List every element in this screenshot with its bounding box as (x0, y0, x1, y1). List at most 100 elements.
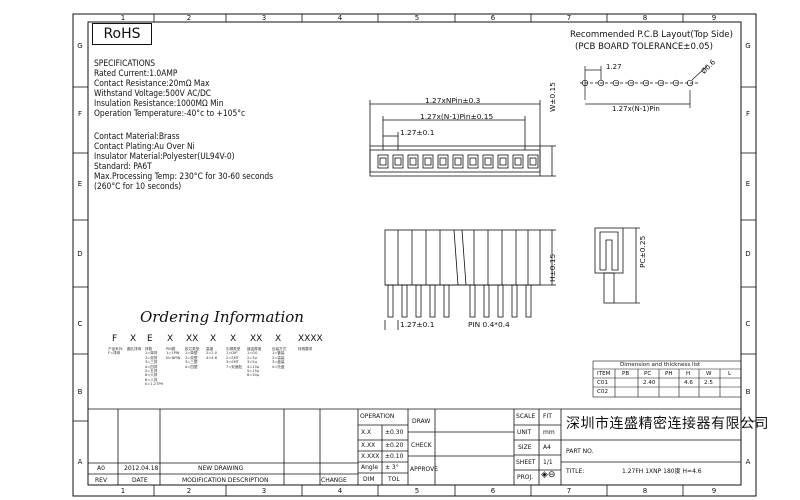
material-line: Contact Material:Brass (94, 131, 180, 141)
dimtable-header: H (686, 371, 691, 377)
zone-col-1-bottom: 1 (120, 487, 126, 495)
order-note: 特殊要求 (298, 347, 313, 351)
material-line: Contact Plating:Au Over Ni (94, 141, 195, 151)
dimension-table-grid (592, 360, 742, 398)
top-view-cells (377, 154, 539, 169)
dim-height: H±0.15 (548, 253, 557, 282)
dimtable-header: L (728, 371, 732, 377)
material-line: Standard: PA6T (94, 161, 152, 171)
tb-tol-value: ± 3° (385, 464, 399, 471)
front-view-pins (387, 284, 532, 318)
tb-tol-label: X.XX (361, 442, 376, 449)
dimtable-header: PB (622, 371, 630, 377)
order-code-part: X (275, 334, 282, 344)
zone-col-5-bottom: 5 (414, 487, 420, 495)
zone-col-2: 2 (186, 14, 192, 22)
tb-part-no: PART NO. (566, 448, 594, 455)
zone-col-4-bottom: 4 (337, 487, 343, 495)
rev-header: DATE (132, 477, 148, 484)
spec-line: Rated Current:1.0AMP (94, 68, 178, 78)
zone-col-9-bottom: 9 (711, 487, 717, 495)
order-code-part: XX (250, 334, 263, 344)
front-view-walls (397, 229, 529, 286)
rev-desc-cell: NEW DRAWING (198, 465, 244, 472)
tb-title-value: 1.27FH 1XNP 180度 H=4.6 (622, 468, 702, 475)
dim-span: 1.27x(N-1)Pin±0.15 (420, 112, 494, 121)
order-code-part: F (112, 334, 118, 344)
title-block-grid (88, 408, 741, 485)
pcb-tolerance: (PCB BOARD TOLERANCE±0.05) (575, 42, 713, 52)
zone-row-a-right: A (745, 458, 751, 466)
dimtable-cell: 2.5 (704, 380, 713, 386)
order-code-part: E (147, 334, 153, 344)
dimtable-header: W (706, 371, 712, 377)
zone-col-5: 5 (414, 14, 420, 22)
rev-date-cell: 2012.04.18 (124, 465, 159, 472)
pcb-span-label: 1.27x(N-1)Pin (612, 105, 660, 113)
spec-line: Withstand Voltage:500V AC/DC (94, 88, 212, 98)
tb-tol-value: ±0.30 (385, 429, 404, 436)
dimtable-cell: C01 (597, 380, 609, 386)
rev-cell: A0 (97, 465, 105, 472)
dimtable-cell: 4.6 (684, 380, 693, 386)
material-line: (260°C for 10 seconds) (94, 181, 182, 191)
front-view (384, 229, 556, 330)
dimtable-header: ITEM (597, 371, 611, 377)
top-view (369, 100, 556, 177)
ordering-title: Ordering Information (140, 308, 304, 326)
tb-tol-label: Angle (361, 464, 379, 471)
dimtable-title: Dimension and thickness list (620, 362, 701, 368)
zone-row-e: E (77, 180, 83, 188)
rohs-badge: RoHS (92, 23, 152, 45)
tb-scale-value: FIT (543, 413, 552, 420)
tb-draw: DRAW (412, 418, 431, 425)
zone-row-e-right: E (745, 180, 751, 188)
tb-operation: OPERATION (360, 413, 395, 420)
zone-col-4: 4 (337, 14, 343, 22)
zone-row-g-right: G (745, 42, 751, 50)
tb-title-label: TITLE: (566, 468, 585, 475)
tb-tol: TOL (388, 476, 400, 483)
dim-pc: PC±0.25 (638, 235, 647, 268)
zone-row-c: C (77, 320, 83, 328)
pcb-layout (580, 65, 708, 108)
zone-row-f-right: F (745, 110, 751, 118)
tb-size-value: A4 (543, 444, 551, 451)
zone-col-8-bottom: 8 (642, 487, 648, 495)
material-line: Insulator Material:Polyester(UL94V-0) (94, 151, 235, 161)
rev-header: REV (95, 477, 108, 484)
rev-header: MODIFICATION DESCRIPTION (182, 477, 269, 484)
spec-line: Operation Temperature:-40°c to +105°c (94, 108, 246, 118)
rev-header: CHANGE (321, 477, 347, 484)
order-code-part: X (230, 334, 237, 344)
zone-row-a: A (77, 458, 83, 466)
order-code-part: X (130, 334, 137, 344)
tb-size: SIZE (518, 444, 532, 451)
tb-unit-value: mm (543, 429, 555, 436)
order-code-part: XXXX (298, 334, 323, 344)
zone-col-2-bottom: 2 (186, 487, 192, 495)
zone-col-3: 3 (261, 14, 267, 22)
zone-row-d-right: D (745, 250, 751, 258)
dim-pitch: 1.27±0.1 (400, 128, 435, 137)
company-name: 深圳市连盛精密连接器有限公司 (566, 416, 769, 432)
zone-col-6: 6 (490, 14, 496, 22)
zone-col-9: 9 (711, 14, 717, 22)
tb-tol-label: X.X (361, 429, 372, 436)
zone-row-c-right: C (745, 320, 751, 328)
outer-frame (72, 13, 757, 497)
tb-tol-value: ±0.20 (385, 442, 404, 449)
dimtable-cell: C02 (597, 389, 609, 395)
spec-line: Contact Resistance:20mΩ Max (94, 78, 210, 88)
dimtable-header: PC (644, 371, 652, 377)
tb-scale: SCALE (516, 413, 536, 420)
dim-pin: PIN 0.4*0.4 (468, 320, 510, 329)
order-code-part: X (167, 334, 174, 344)
pcb-pitch-label: 1.27 (606, 63, 622, 71)
side-view (594, 227, 640, 304)
